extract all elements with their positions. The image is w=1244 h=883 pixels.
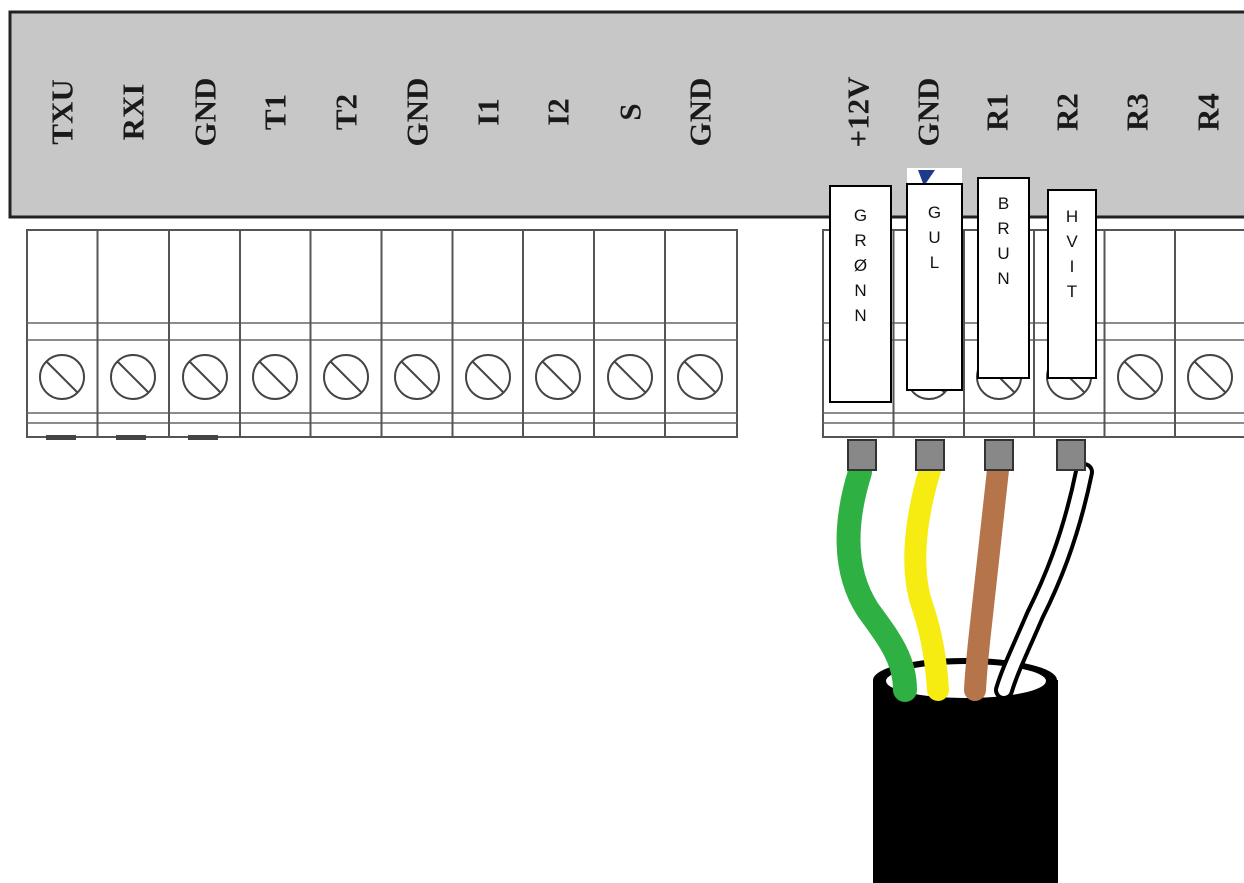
- terminal-label: GND: [188, 78, 223, 147]
- screw-terminal: [1117, 354, 1163, 400]
- terminal-block-right: [822, 229, 1244, 438]
- screw-terminal: [394, 354, 440, 400]
- terminal-labels: TXU RXI GND T1 T2 GND I1 I2 S GND +12V GND R1 R2 R3 R4: [45, 76, 1226, 148]
- screw-terminal: [182, 354, 228, 400]
- wire-yellow: [904, 459, 949, 701]
- terminal-block-left: [26, 229, 738, 438]
- terminal-label: R2: [1050, 93, 1085, 131]
- terminal-label: T1: [258, 94, 293, 130]
- terminal-label: GND: [683, 78, 718, 147]
- screw-terminal: [39, 354, 85, 400]
- terminal-label: TXU: [45, 79, 80, 144]
- wire-green: [836, 460, 917, 702]
- terminal-label: T2: [329, 94, 364, 130]
- terminal-pin-mark: [188, 435, 218, 440]
- terminal-label: S: [613, 103, 648, 120]
- conductor-end: [984, 439, 1014, 471]
- conductor-end: [847, 439, 877, 471]
- screw-terminal: [110, 354, 156, 400]
- terminal-label: R1: [980, 93, 1015, 131]
- cable-jacket: [873, 680, 1058, 883]
- terminal-label: R4: [1191, 93, 1226, 131]
- terminal-label: GND: [400, 78, 435, 147]
- terminal-label: RXI: [116, 84, 151, 141]
- terminal-label: R3: [1120, 93, 1155, 131]
- terminal-label: I2: [541, 98, 576, 126]
- screw-terminal: [1187, 354, 1233, 400]
- screw-terminal: [323, 354, 369, 400]
- wire-brown: [964, 459, 1009, 701]
- screw-terminal: [252, 354, 298, 400]
- terminal-panel: [8, 10, 1244, 219]
- screw-terminal: [535, 354, 581, 400]
- terminal-label: +12V: [841, 76, 876, 148]
- conductor-ends: [847, 439, 1086, 471]
- wires: [836, 459, 1094, 702]
- conductor-end: [1056, 439, 1086, 471]
- terminal-pin-mark: [46, 435, 76, 440]
- screw-terminal: [465, 354, 511, 400]
- screw-terminal: [677, 354, 723, 400]
- terminal-pin-mark: [116, 435, 146, 440]
- screw-terminal: [607, 354, 653, 400]
- terminal-label: GND: [911, 78, 946, 147]
- wire-white: [998, 466, 1090, 696]
- conductor-end: [915, 439, 945, 471]
- terminal-label: I1: [471, 98, 506, 126]
